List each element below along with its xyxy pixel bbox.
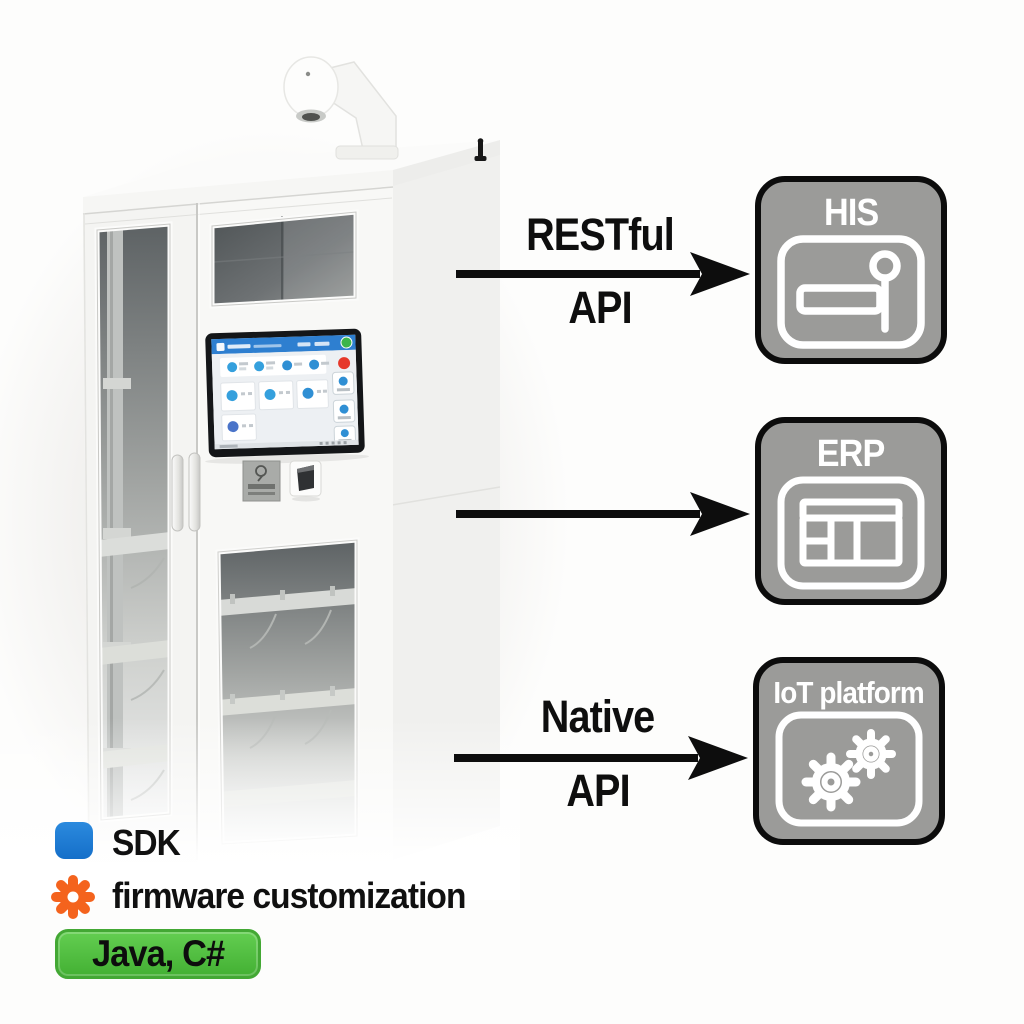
photo-fade — [0, 718, 520, 900]
flow-native-label-bottom: API — [468, 768, 728, 813]
arrow-erp — [456, 492, 750, 536]
fingerprint-reader — [289, 460, 322, 502]
flow-native-label-top: Native — [468, 694, 728, 739]
screen-header — [211, 334, 356, 355]
camera-arm — [283, 56, 399, 160]
languages-text: Java, C# — [91, 933, 225, 974]
screen-status-green — [340, 336, 353, 349]
screen-quick-icons — [227, 359, 330, 373]
firmware-text: firmware customization — [112, 875, 466, 916]
api-text-1: API — [568, 282, 632, 333]
screen-cards — [220, 379, 329, 442]
languages-badge: Java, C# — [55, 929, 261, 979]
restful-text: RESTful — [526, 209, 675, 260]
sdk-label: SDK — [112, 823, 185, 863]
gears-icon — [775, 711, 923, 827]
antenna-icon — [474, 138, 487, 161]
erp-title: ERP — [817, 433, 886, 475]
sdk-text: SDK — [112, 822, 181, 863]
right-door-top-glass — [209, 209, 359, 309]
his-box: HIS — [755, 176, 947, 364]
hospital-bed-icon — [777, 235, 925, 349]
smart-cabinet-illustration — [0, 56, 520, 900]
arrow-native-api — [454, 736, 748, 780]
firmware-customization-label: firmware customization — [112, 876, 492, 916]
api-text-2: API — [566, 765, 630, 816]
flow-restful-label-top: RESTful — [470, 212, 730, 257]
iot-platform-title: IoT platform — [773, 675, 925, 710]
screen-alert-dot — [338, 357, 351, 370]
camera-lens — [302, 113, 320, 121]
door-handles — [171, 452, 201, 532]
erp-table-icon — [777, 476, 925, 590]
native-text: Native — [541, 691, 655, 742]
camera-sensor-dot — [305, 71, 311, 77]
flow-restful-label-bottom: API — [470, 285, 730, 330]
iot-platform-box: IoT platform — [753, 657, 945, 845]
sdk-square-icon — [55, 822, 93, 859]
gear-icon — [51, 875, 95, 919]
arrow-restful-api — [456, 252, 750, 296]
label-plate — [242, 460, 281, 502]
erp-box: ERP — [755, 417, 947, 605]
touchscreen — [205, 328, 370, 464]
his-title: HIS — [823, 192, 879, 234]
screen-side-buttons — [331, 371, 357, 445]
